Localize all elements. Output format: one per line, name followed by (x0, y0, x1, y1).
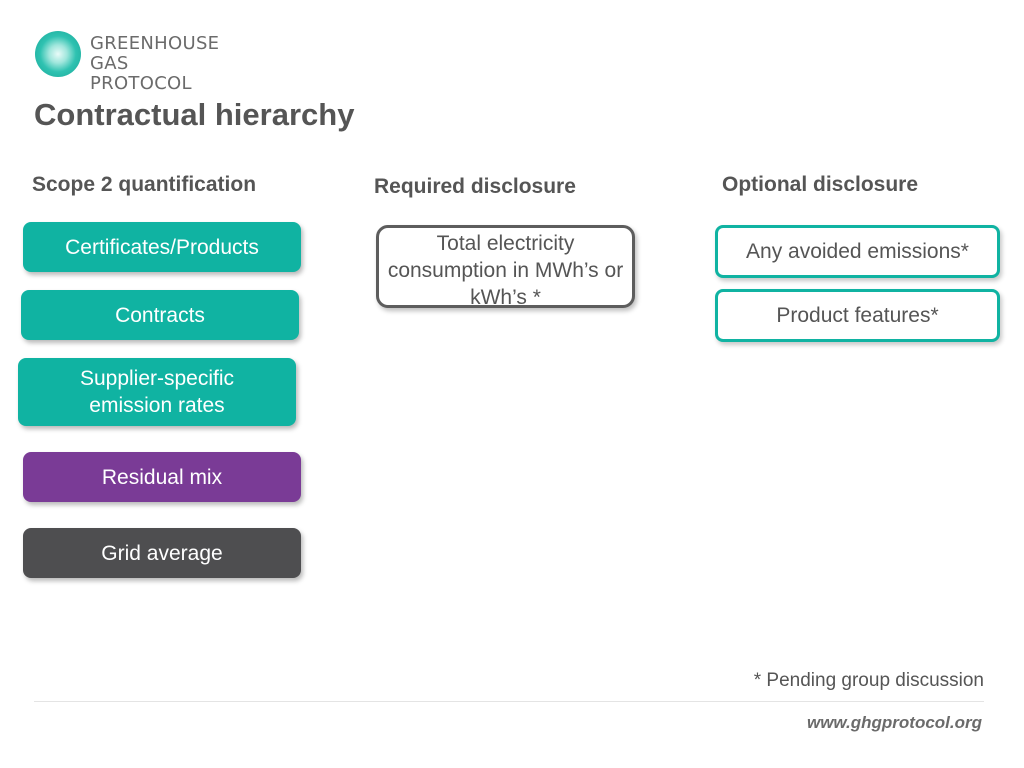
box-label: Grid average (101, 541, 223, 565)
box-label: Total electricity consumption in MWh’s o… (387, 232, 624, 309)
box-label: Residual mix (101, 465, 223, 489)
required-disclosure-header: Required disclosure (374, 175, 576, 198)
box-label: Contracts (115, 303, 205, 327)
contracts-box: Contracts (21, 290, 299, 340)
product-features-box: Product features* (715, 289, 1000, 342)
logo-line-1: GREENHOUSE (90, 33, 220, 54)
scope2-header: Scope 2 quantification (32, 173, 257, 196)
footer-url: www.ghgprotocol.org (806, 713, 982, 732)
box-label: Supplier-specific emission rates (79, 367, 235, 417)
logo-wordmark: GREENHOUSE GAS PROTOCOL (90, 34, 235, 94)
box-label: Certificates/Products (65, 235, 259, 259)
footer-divider (34, 701, 984, 702)
logo-circle-icon (35, 31, 81, 77)
certificates-products-box: Certificates/Products (23, 222, 301, 272)
grid-average-box: Grid average (23, 528, 301, 578)
supplier-specific-emission-rates-box: Supplier-specific emission rates (18, 358, 296, 426)
optional-disclosure-header: Optional disclosure (722, 173, 919, 196)
slide-title: Contractual hierarchy (34, 97, 355, 132)
box-label: Product features* (776, 304, 939, 327)
total-electricity-consumption-box: Total electricity consumption in MWh’s o… (376, 225, 635, 309)
logo-line-2: GAS PROTOCOL (90, 53, 192, 94)
footnote: * Pending group discussion (753, 670, 984, 691)
box-label: Any avoided emissions* (746, 240, 969, 263)
ghg-protocol-logo: GREENHOUSE GAS PROTOCOL (35, 30, 235, 94)
residual-mix-box: Residual mix (23, 452, 301, 502)
avoided-emissions-box: Any avoided emissions* (715, 225, 1000, 278)
